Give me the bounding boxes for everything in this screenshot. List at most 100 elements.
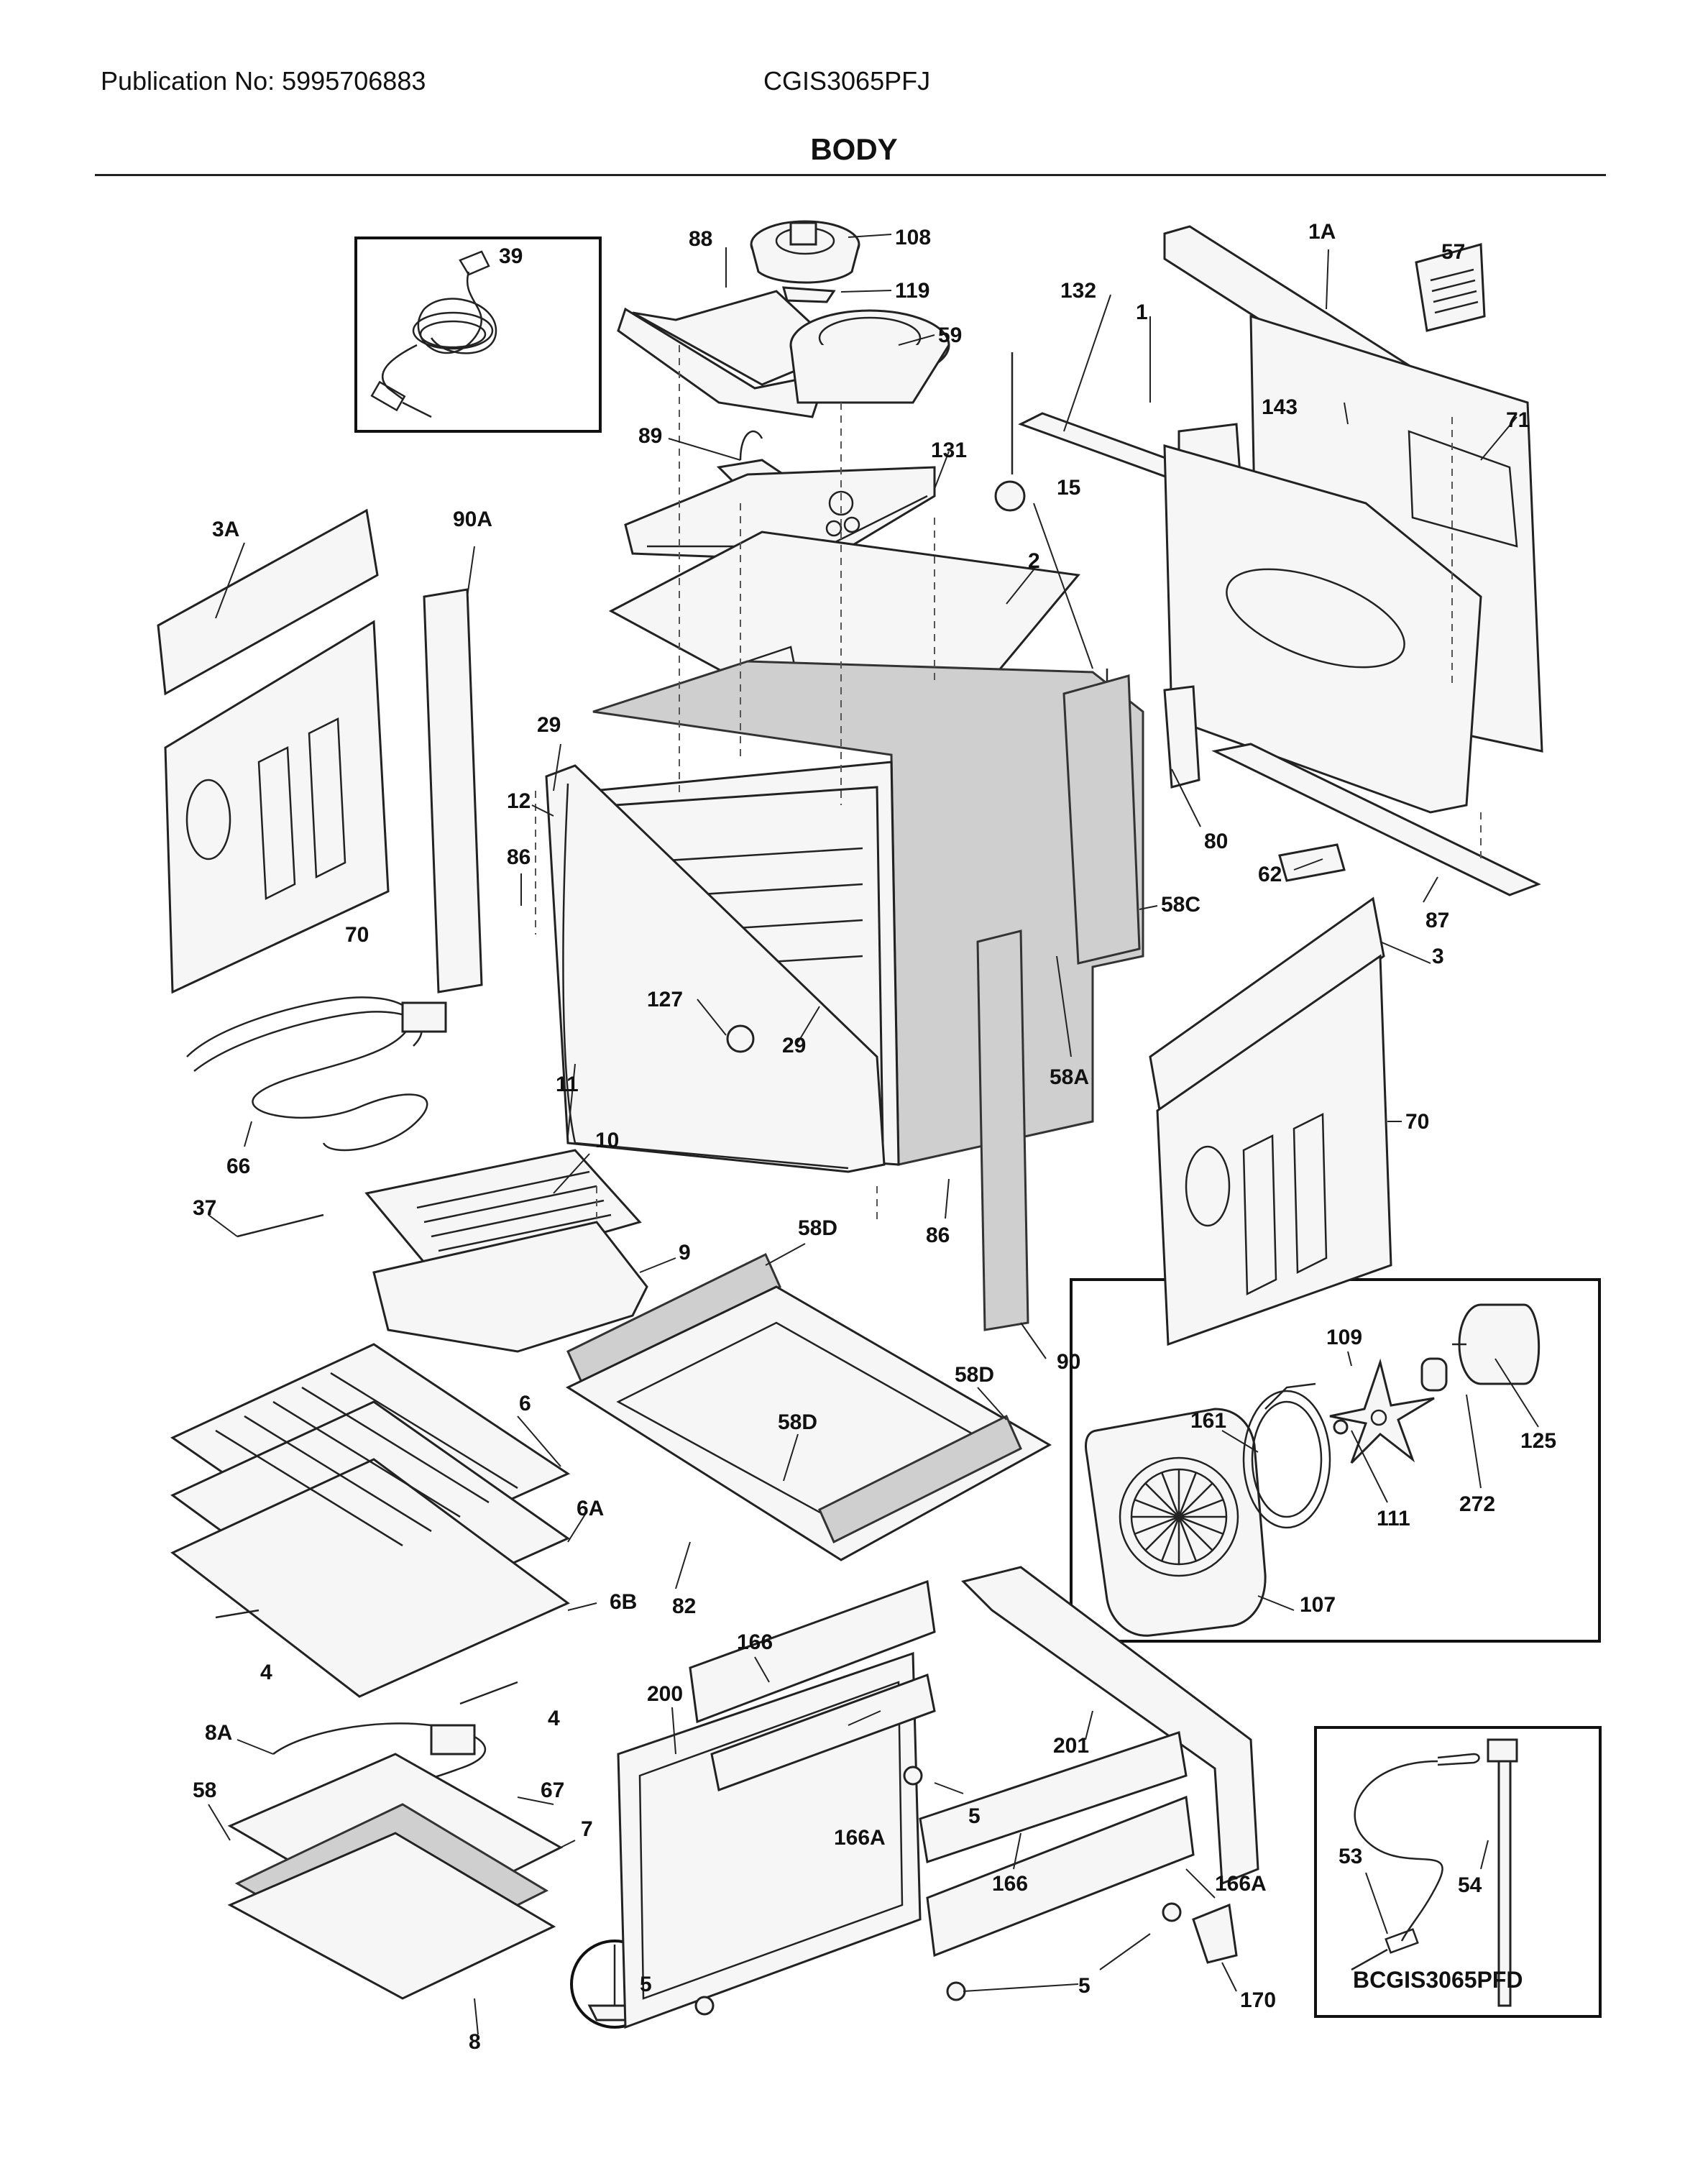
callout-57: 57 [1441,240,1465,264]
callout-88: 88 [689,227,712,251]
callout-58D: 58D [955,1363,994,1387]
callout-89: 89 [638,424,662,448]
callout-86: 86 [926,1224,950,1247]
broil-pan-9 [372,1221,648,1353]
callout-5: 5 [1078,1974,1091,1998]
bottom-panel-8 [227,1832,556,2000]
inset-box-sensor [1314,1726,1602,2018]
callout-131: 131 [931,439,967,462]
base-rear-201 [961,1566,1259,1886]
callout-87: 87 [1425,909,1449,932]
power-cord-drawing [370,250,497,418]
publication-number: Publication No: 5995706883 [101,66,426,96]
callout-29: 29 [537,713,561,737]
gasket-11-line [562,783,849,1170]
callout-166A: 166A [1215,1872,1267,1896]
bracket-80 [1163,685,1200,789]
callout-86: 86 [507,845,531,869]
side-panel-70-left [164,620,390,994]
callout-3A: 3A [212,518,239,541]
callout-272: 272 [1459,1492,1495,1516]
callout-111: 111 [1377,1507,1410,1530]
callout-200: 200 [647,1682,683,1706]
sensor-drawing [1351,1738,1518,2007]
callout-62: 62 [1258,863,1282,886]
callout-109: 109 [1326,1326,1362,1349]
base-rail-166 [689,1579,936,1724]
blower-bracket [781,286,836,303]
callout-10: 10 [595,1129,619,1152]
callout-119: 119 [895,279,929,303]
broil-element-66 [186,996,447,1152]
diagram-code: BCGIS3065PFD [1353,1967,1523,1993]
convection-motor [1452,1303,1541,1385]
callout-125: 125 [1520,1429,1556,1453]
callout-58C: 58C [1161,893,1200,917]
callout-3: 3 [1432,945,1444,968]
inset-box-power-cord [354,237,602,433]
callout-6A: 6A [577,1497,604,1520]
side-insulation-90A [423,588,483,993]
base-rail-166A [710,1673,936,1792]
callout-2: 2 [1028,549,1040,573]
door-gasket [545,764,886,1173]
callout-90A: 90A [453,508,492,531]
fan-blade [1329,1358,1435,1464]
insulation-90 [976,930,1029,1331]
base-rail-166-right [919,1731,1188,1863]
callout-127: 127 [647,988,683,1011]
anti-tip-bracket-170 [1192,1903,1238,1964]
leg-5-d [1162,1902,1182,1922]
callout-15: 15 [1057,476,1080,500]
callout-7: 7 [581,1817,593,1841]
page-title: BODY [810,132,898,166]
side-bracket-3A [157,508,379,696]
callout-82: 82 [672,1594,696,1618]
callout-58: 58 [193,1778,216,1802]
top-panel-131 [624,466,936,562]
callout-1A: 1A [1308,220,1336,244]
callout-8A: 8A [205,1721,232,1745]
callout-59: 59 [938,323,962,347]
callout-201: 201 [1053,1734,1089,1758]
insulation-58D-front [818,1414,1022,1544]
callout-132: 132 [1060,279,1096,303]
callout-143: 143 [1262,395,1298,419]
callout-58D: 58D [798,1216,837,1240]
callout-labels: 39 88 108 119 59 1A 57 132 1 143 71 89 1… [193,220,1556,2054]
callout-71: 71 [1506,408,1530,432]
callout-11: 11 [556,1073,579,1096]
callout-53: 53 [1339,1845,1362,1868]
side-panel-70-right [1156,954,1392,1346]
callout-4: 4 [548,1707,560,1730]
callout-9: 9 [679,1241,691,1264]
callout-5: 5 [968,1804,981,1828]
rail-87 [1211,743,1541,896]
callout-108: 108 [895,226,931,249]
sensor-37 [237,1213,324,1238]
convection-element-ring [1242,1382,1331,1529]
callout-70: 70 [345,923,369,947]
insulation-58D-top [566,1252,781,1386]
callout-58D: 58D [778,1410,817,1434]
callout-29: 29 [782,1034,806,1057]
callout-54: 54 [1458,1873,1482,1897]
light-socket-127 [726,1024,755,1053]
callout-37: 37 [193,1196,216,1220]
blower-motor [750,220,860,284]
base-front-200 [617,1651,922,2029]
callout-5: 5 [640,1973,652,1996]
fan-coupler [1420,1357,1448,1392]
broil-pan-grid-10 [364,1149,642,1281]
callout-58A: 58A [1050,1065,1089,1089]
callout-4: 4 [260,1661,272,1684]
callout-6B: 6B [610,1590,637,1614]
convection-cover-drawing [1085,1408,1267,1637]
callout-67: 67 [541,1778,564,1802]
model-number: CGIS3065PFJ [763,66,931,96]
rack-supports-4 [215,1609,518,1705]
callout-70: 70 [1405,1110,1429,1134]
callout-90: 90 [1057,1350,1080,1374]
vent-grille-57 [1415,243,1486,332]
